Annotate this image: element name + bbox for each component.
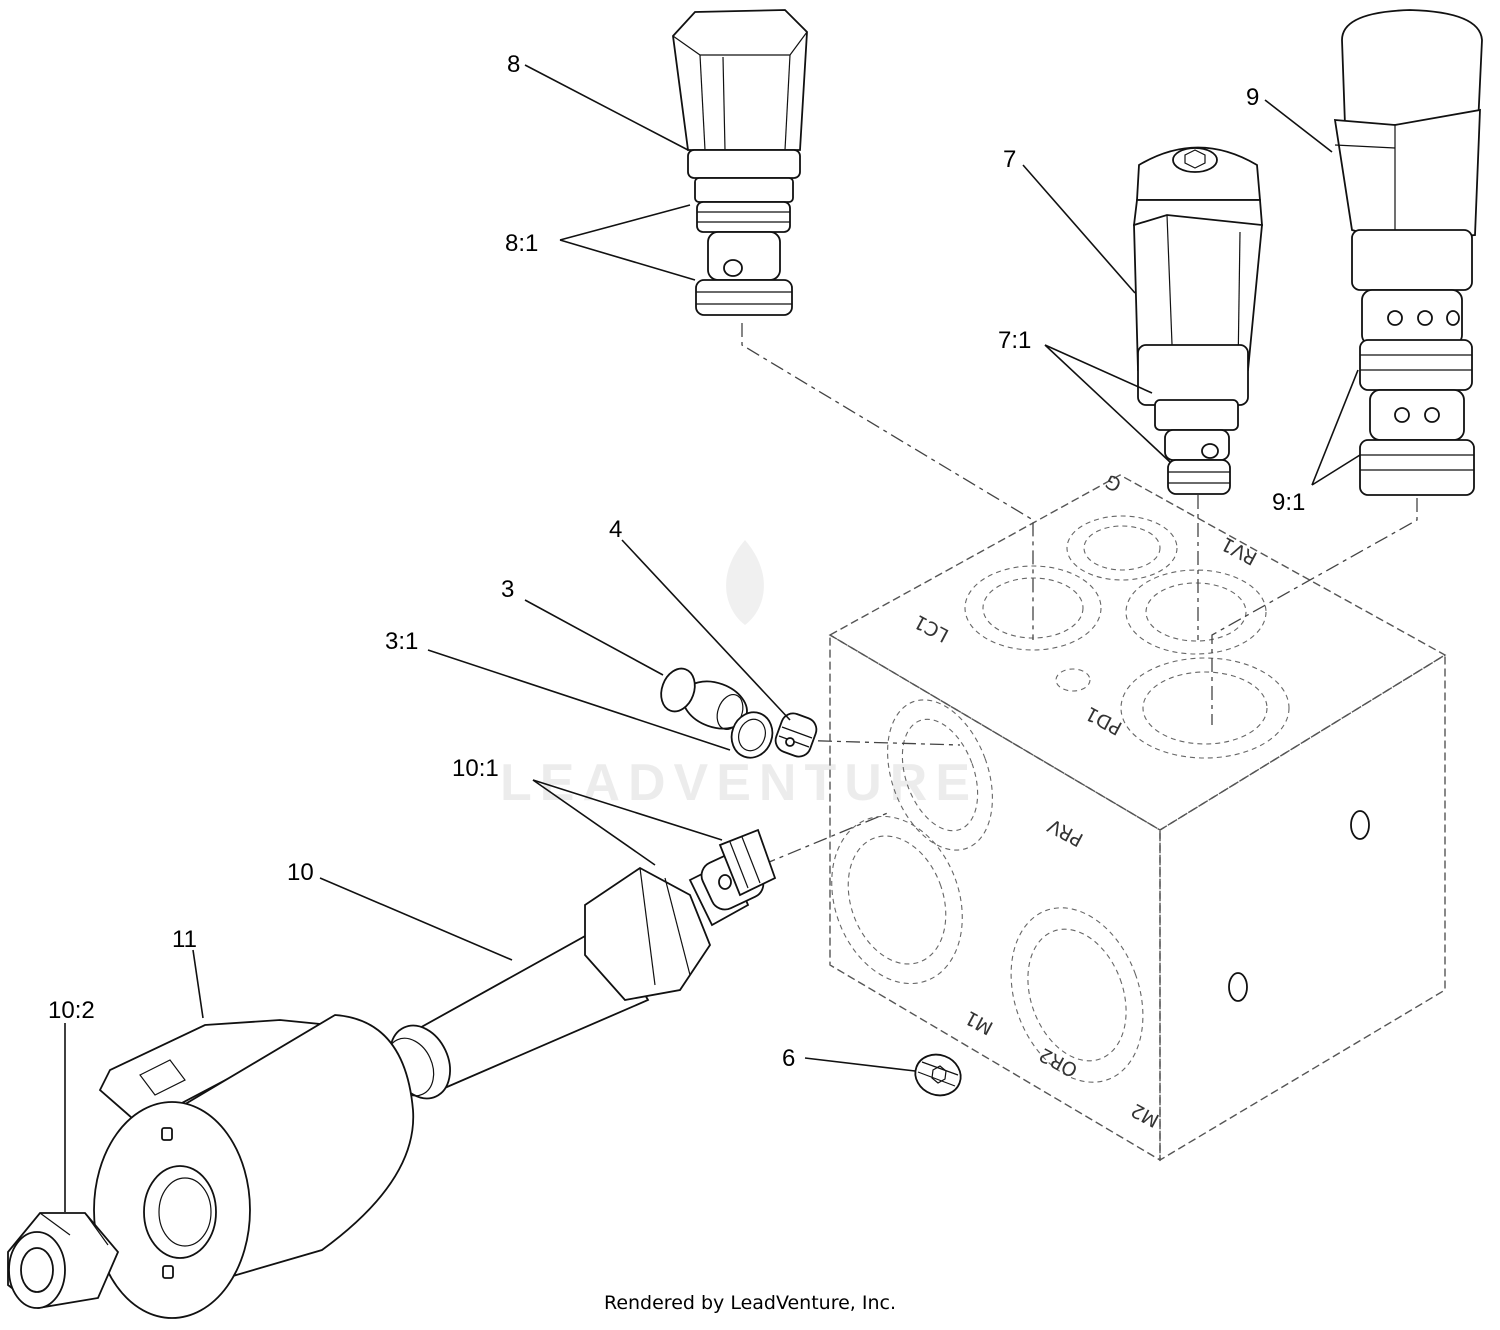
credit-text: Rendered by LeadVenture, Inc. bbox=[603, 1292, 897, 1314]
leader-lines bbox=[64, 64, 1361, 1212]
assembly-centerlines bbox=[741, 323, 1418, 866]
callout-8-1: 8:1 bbox=[505, 230, 538, 257]
part-9-cartridge-valve bbox=[1333, 9, 1483, 496]
part-11-solenoid-coil bbox=[93, 1014, 415, 1319]
watermark-text: LEADVENTURE bbox=[500, 754, 978, 812]
callout-6: 6 bbox=[782, 1045, 795, 1072]
port-label-m1: M1 bbox=[961, 1006, 996, 1039]
callout-4: 4 bbox=[609, 516, 622, 543]
callout-9-1: 9:1 bbox=[1272, 489, 1305, 516]
callout-9: 9 bbox=[1246, 84, 1259, 111]
manifold-block: G RV1 LC1 PD1 PRV M1 OR2 M2 bbox=[828, 470, 1447, 1162]
port-label-lc1: LC1 bbox=[910, 610, 952, 646]
port-label-prv: PRV bbox=[1044, 814, 1087, 851]
callout-labels: 8 8:1 7 7:1 9 9:1 4 3 3:1 10:1 10 11 10:… bbox=[48, 51, 1305, 1072]
callout-10: 10 bbox=[287, 859, 314, 886]
port-label-g: G bbox=[1102, 470, 1125, 496]
port-label-or2: OR2 bbox=[1035, 1043, 1081, 1081]
callout-3: 3 bbox=[501, 576, 514, 603]
callout-7-1: 7:1 bbox=[998, 327, 1031, 354]
callout-11: 11 bbox=[172, 926, 197, 953]
part-7-cartridge-valve bbox=[1132, 146, 1263, 495]
part-6-set-screw bbox=[914, 1053, 962, 1097]
port-label-rv1: RV1 bbox=[1218, 532, 1261, 569]
port-label-pd1: PD1 bbox=[1082, 702, 1126, 739]
part-10-2-nut bbox=[7, 1212, 120, 1309]
part-4-orifice bbox=[774, 712, 818, 758]
watermark: LEADVENTURE bbox=[500, 540, 978, 812]
callout-7: 7 bbox=[1003, 146, 1016, 173]
callout-10-1: 10:1 bbox=[452, 755, 499, 782]
part-3-1-o-ring bbox=[730, 711, 774, 759]
port-label-m2: M2 bbox=[1128, 1099, 1163, 1132]
part-8-cartridge-valve bbox=[672, 9, 808, 316]
callout-8: 8 bbox=[507, 51, 520, 78]
callout-10-2: 10:2 bbox=[48, 997, 95, 1024]
callout-3-1: 3:1 bbox=[385, 628, 418, 655]
part-10-solenoid-valve bbox=[385, 828, 777, 1100]
